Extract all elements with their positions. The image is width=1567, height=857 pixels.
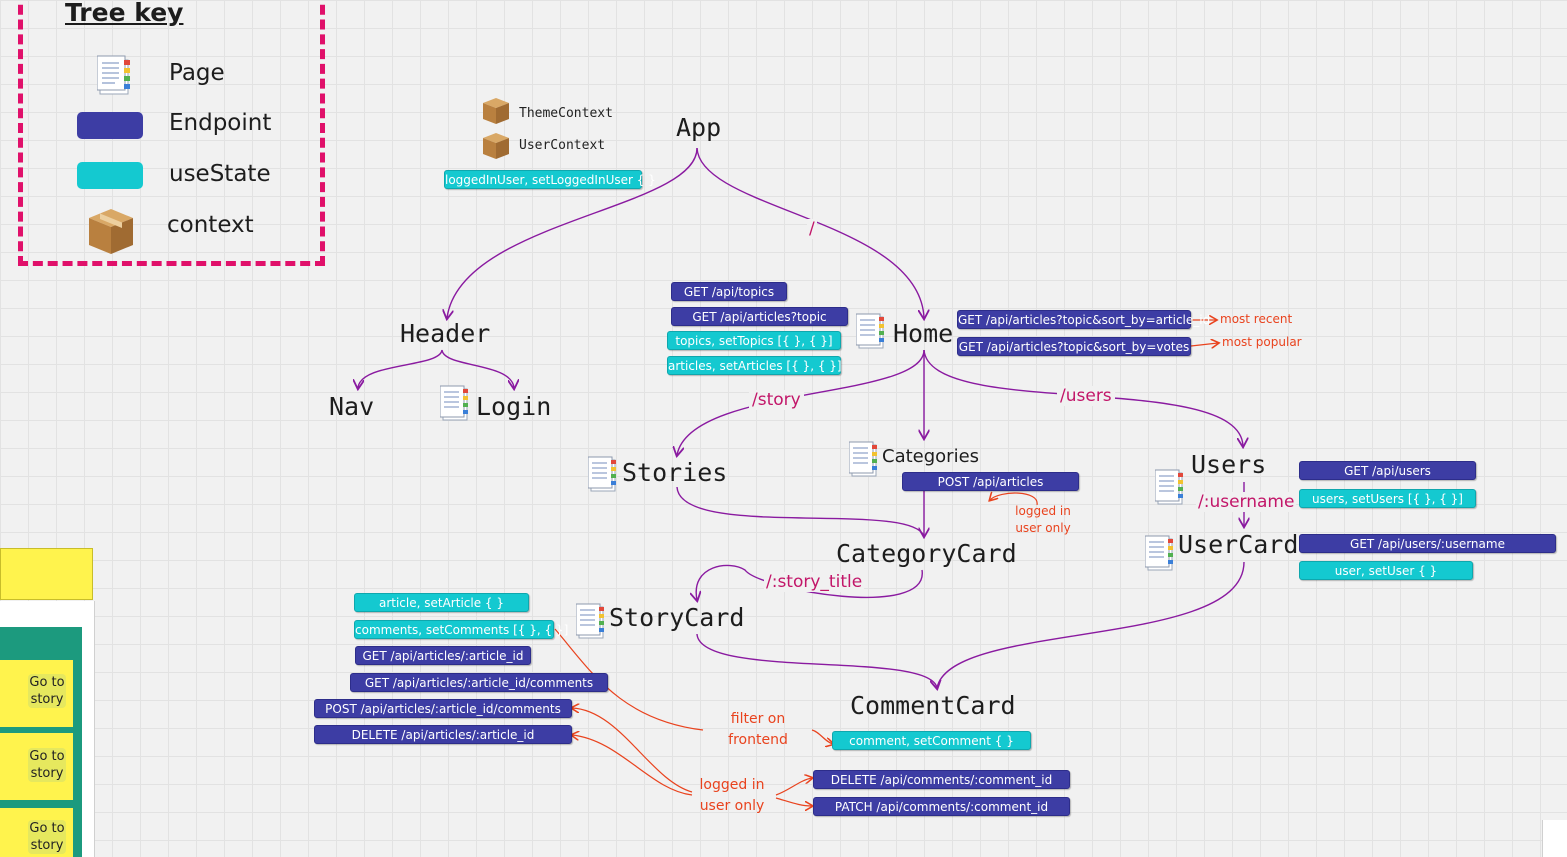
users-endpoint: GET /api/users: [1299, 461, 1476, 480]
key-label-page: Page: [169, 60, 225, 86]
user-card-state: user, setUser { }: [1299, 561, 1473, 580]
node-user-card: UserCard: [1178, 530, 1299, 559]
edge-label-users: /users: [1057, 386, 1115, 406]
note-most-popular: most popular: [1222, 335, 1302, 349]
tree-key-title: Tree key: [65, 0, 184, 27]
go-to-story-button[interactable]: Go to story: [28, 748, 66, 782]
story-card-endpoint-article: GET /api/articles/:article_id: [355, 646, 531, 665]
side-story-card: Go to story: [0, 660, 73, 727]
node-users: Users: [1191, 450, 1267, 479]
node-categories: Categories: [882, 446, 980, 467]
users-page-icon: [1155, 469, 1183, 505]
key-label-endpoint: Endpoint: [169, 110, 272, 136]
usestate-swatch: [77, 162, 143, 189]
edge-label-username: /:username: [1196, 492, 1297, 512]
user-context-label: UserContext: [519, 138, 606, 153]
story-card-endpoint-post-comment: POST /api/articles/:article_id/comments: [314, 699, 572, 718]
home-state-topics: topics, setTopics [{ }, { }]: [667, 331, 841, 350]
note-logged-in-user-only: logged in user only: [699, 777, 765, 814]
edge-label-story: /story: [749, 390, 804, 410]
node-login: Login: [476, 392, 552, 421]
go-to-story-button[interactable]: Go to story: [28, 820, 66, 854]
go-to-story-button[interactable]: Go to story: [28, 674, 66, 708]
theme-context-label: ThemeContext: [519, 106, 613, 121]
key-label-usestate: useState: [169, 161, 271, 187]
home-endpoint-sort-article-id: GET /api/articles?topic&sort_by=article_…: [957, 310, 1210, 329]
offscreen-panel-edge: [1542, 820, 1567, 857]
story-card-page-icon: [576, 603, 604, 639]
user-context-box-icon: [483, 133, 509, 159]
categories-post-endpoint: POST /api/articles: [902, 472, 1079, 491]
story-card-state-article: article, setArticle { }: [354, 593, 529, 612]
note-most-recent: most recent: [1220, 312, 1293, 326]
story-card-endpoint-delete-article: DELETE /api/articles/:article_id: [314, 725, 572, 744]
edge-label-root: /: [807, 219, 817, 239]
node-story-card: StoryCard: [609, 603, 745, 632]
login-page-icon: [440, 385, 468, 421]
page-icon: [97, 55, 130, 95]
side-story-card: Go to story: [0, 808, 73, 857]
comment-card-endpoint-patch: PATCH /api/comments/:comment_id: [813, 797, 1070, 816]
node-app: App: [676, 113, 722, 142]
node-stories: Stories: [622, 458, 728, 487]
story-card-state-comments: comments, setComments [{ }, { }]: [354, 620, 568, 639]
node-nav: Nav: [329, 392, 375, 421]
stories-page-icon: [588, 456, 616, 492]
home-state-articles: articles, setArticles [{ }, { }]: [667, 356, 842, 375]
context-box-icon: [89, 209, 133, 254]
user-card-page-icon: [1145, 535, 1173, 571]
node-category-card: CategoryCard: [836, 539, 1017, 568]
node-header: Header: [400, 319, 491, 348]
key-label-context: context: [167, 212, 254, 238]
endpoint-swatch: [77, 112, 143, 139]
categories-logged-in-note: logged in user only: [1015, 504, 1071, 535]
home-endpoint-topics: GET /api/topics: [671, 282, 787, 301]
comment-card-endpoint-delete: DELETE /api/comments/:comment_id: [813, 770, 1070, 789]
edge-label-story-title: /:story_title: [764, 572, 865, 592]
side-yellow-banner: [0, 548, 93, 600]
theme-context-box-icon: [483, 98, 509, 124]
side-story-card: Go to story: [0, 733, 73, 800]
categories-page-icon: [849, 441, 877, 477]
users-state: users, setUsers [{ }, { }]: [1299, 489, 1476, 508]
home-page-icon: [856, 313, 884, 349]
tree-key-box: [18, 0, 325, 266]
note-filter-frontend: filter on frontend: [728, 711, 788, 748]
home-endpoint-sort-votes: GET /api/articles?topic&sort_by=votes: [957, 337, 1191, 356]
app-logged-in-state: loggedInUser, setLoggedInUser { }: [444, 170, 656, 189]
story-card-endpoint-comments: GET /api/articles/:article_id/comments: [350, 673, 608, 692]
comment-card-state: comment, setComment { }: [832, 731, 1031, 750]
node-comment-card: CommentCard: [850, 691, 1016, 720]
node-home: Home: [893, 319, 954, 348]
user-card-endpoint: GET /api/users/:username: [1299, 534, 1556, 553]
home-endpoint-articles-topic: GET /api/articles?topic: [671, 307, 848, 326]
